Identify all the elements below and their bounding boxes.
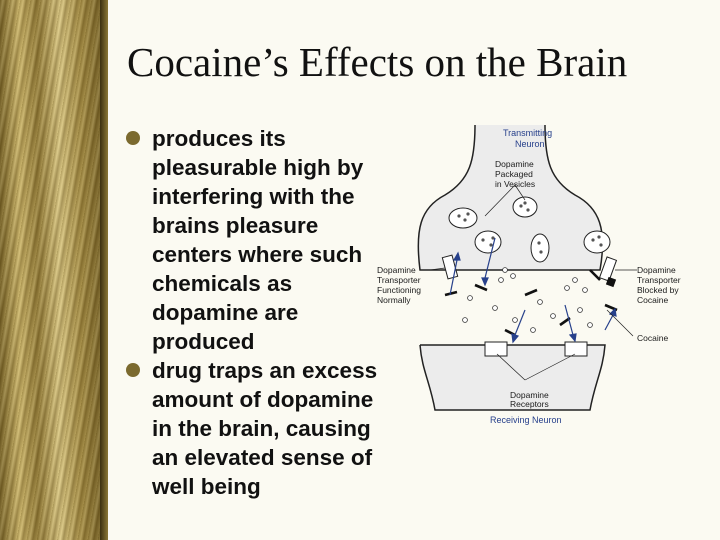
label-transmitting-neuron: Neuron bbox=[515, 139, 545, 149]
bullet-item: drug traps an excess amount of dopamine … bbox=[126, 356, 381, 501]
label-transporter-blocked: Cocaine bbox=[637, 295, 668, 305]
cocaine-block bbox=[605, 276, 617, 288]
label-receiving-neuron: Receiving Neuron bbox=[490, 415, 562, 425]
bullet-text: drug traps an excess amount of dopamine … bbox=[152, 358, 378, 499]
label-transporter-blocked: Dopamine bbox=[637, 265, 676, 275]
transmitting-neuron-shape bbox=[417, 124, 604, 271]
transporter-blocked bbox=[598, 256, 618, 282]
vesicle bbox=[583, 230, 611, 254]
bullet-list: produces its pleasurable high by interfe… bbox=[126, 124, 381, 514]
slide-title: Cocaine’s Effects on the Brain bbox=[127, 39, 628, 85]
label-transporter-functioning: Functioning bbox=[377, 285, 421, 295]
label-transporter-functioning: Transporter bbox=[377, 275, 421, 285]
label-dopamine-receptors: Receptors bbox=[510, 399, 549, 409]
receptor bbox=[564, 341, 588, 357]
label-transporter-functioning: Dopamine bbox=[377, 265, 416, 275]
synapse-diagram: Transmitting Neuron Dopamine Packaged in… bbox=[375, 120, 690, 435]
vesicle bbox=[448, 207, 478, 229]
vesicle bbox=[474, 230, 502, 254]
marble-border bbox=[0, 0, 108, 540]
label-cocaine: Cocaine bbox=[637, 333, 668, 343]
synapse-illustration: Transmitting Neuron Dopamine Packaged in… bbox=[377, 124, 681, 425]
receiving-neuron-shape bbox=[419, 344, 606, 411]
label-transporter-blocked: Transporter bbox=[637, 275, 681, 285]
label-dopamine-receptors: Dopamine bbox=[510, 390, 549, 400]
label-transporter-functioning: Normally bbox=[377, 295, 411, 305]
label-dopamine-packaged: in Vesicles bbox=[495, 179, 535, 189]
vesicle bbox=[530, 233, 550, 263]
label-transporter-blocked: Blocked by bbox=[637, 285, 679, 295]
bullet-item: produces its pleasurable high by interfe… bbox=[126, 124, 381, 356]
bullet-text: produces its pleasurable high by interfe… bbox=[152, 126, 364, 354]
vesicle bbox=[512, 196, 538, 218]
label-dopamine-packaged: Dopamine bbox=[495, 159, 534, 169]
receptor bbox=[484, 341, 508, 357]
bullet-dot-icon bbox=[126, 131, 140, 145]
label-transmitting-neuron: Transmitting bbox=[503, 128, 552, 138]
label-dopamine-packaged: Packaged bbox=[495, 169, 533, 179]
bullet-dot-icon bbox=[126, 363, 140, 377]
